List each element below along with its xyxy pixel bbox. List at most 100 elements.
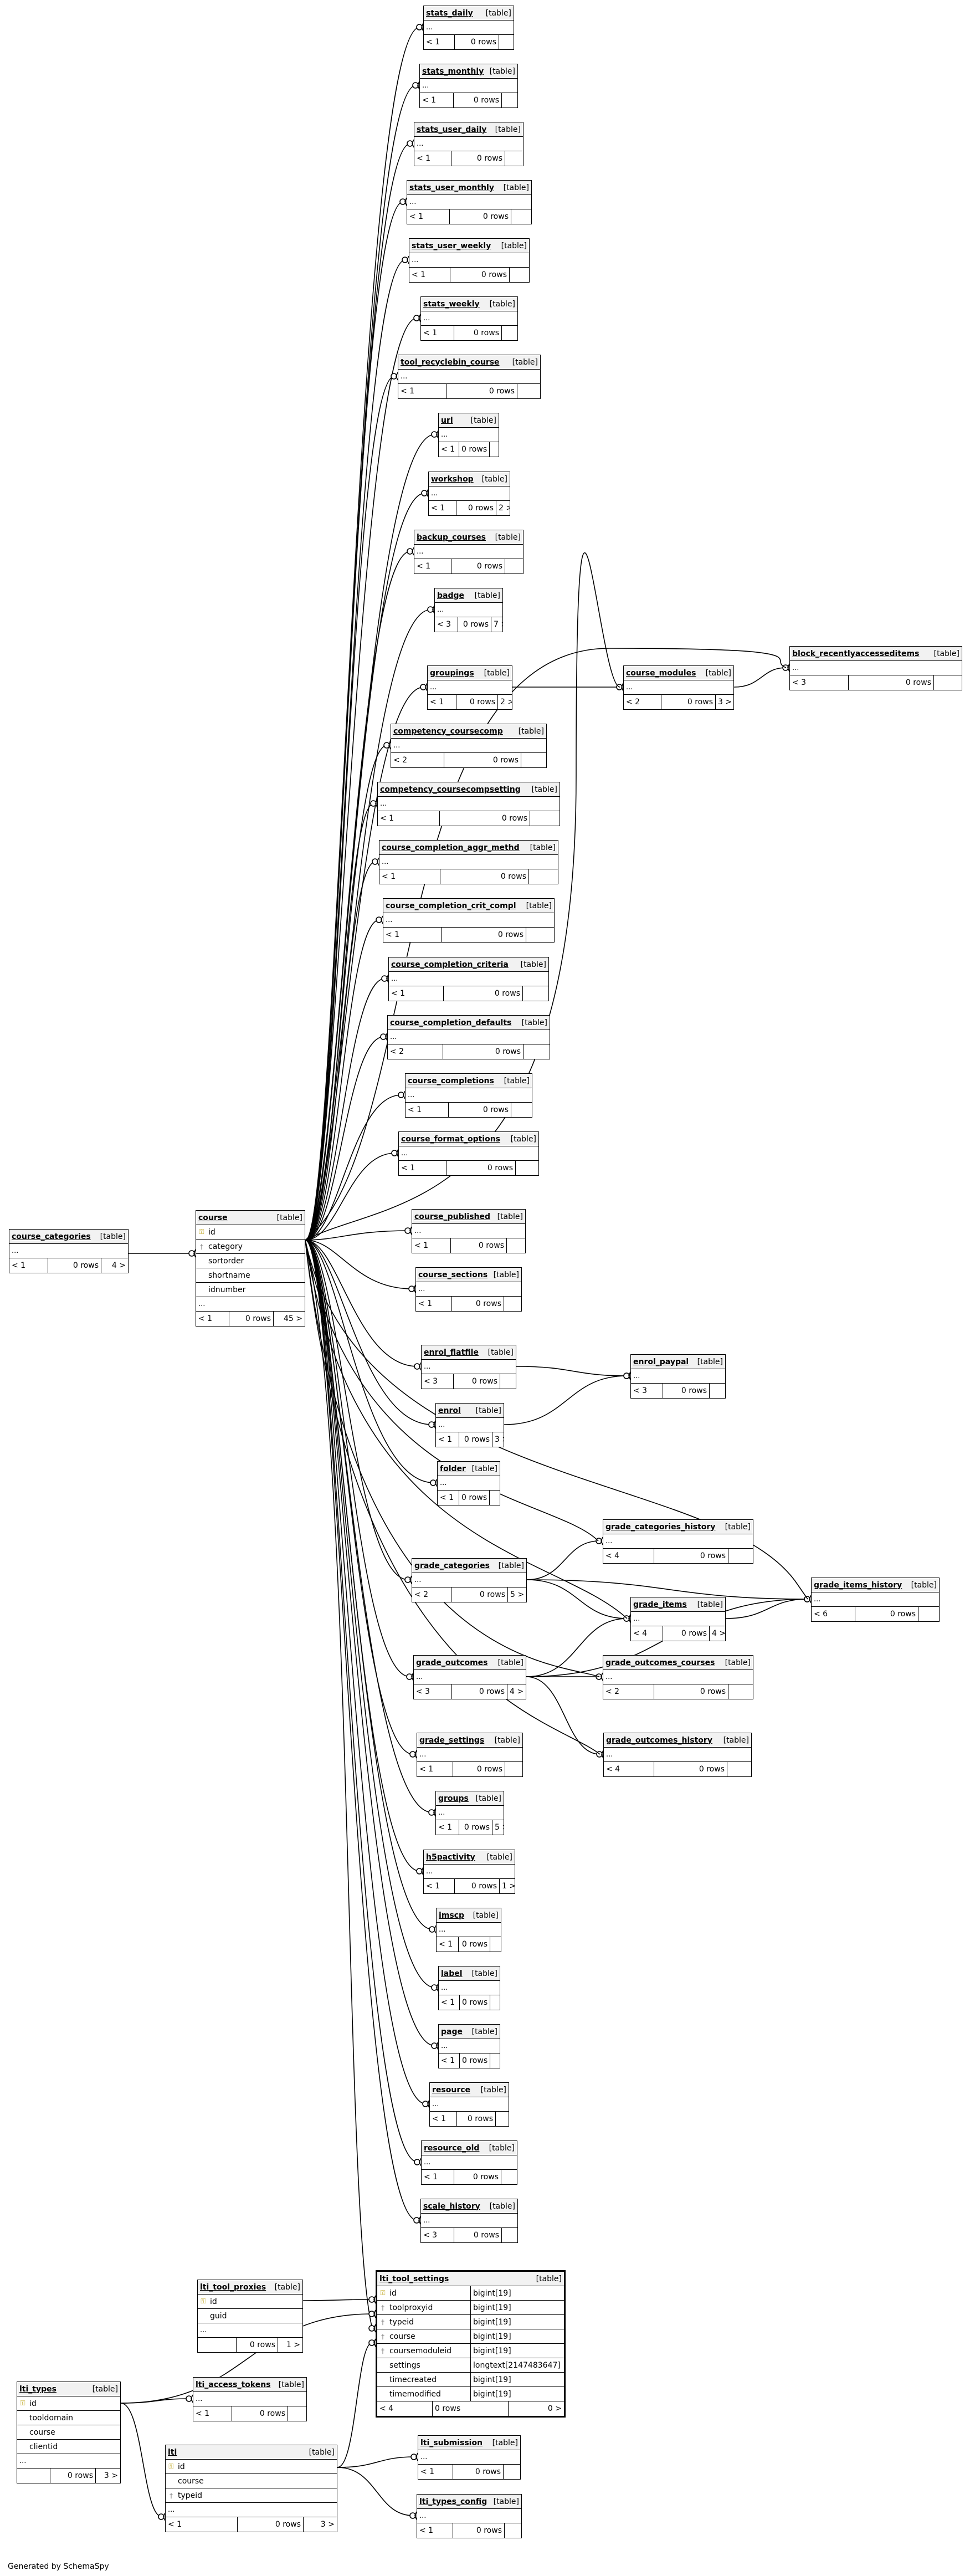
parents-count[interactable]: < 1 [409, 268, 450, 282]
table-name[interactable]: course_completion_criteria [391, 960, 509, 969]
table-name[interactable]: stats_user_weekly [412, 241, 491, 250]
parents-count[interactable]: < 1 [421, 326, 454, 340]
table-name[interactable]: grade_categories [414, 1561, 490, 1570]
table-name[interactable]: enrol [438, 1406, 461, 1415]
children-count[interactable] [934, 675, 962, 690]
table-name[interactable]: grade_items [633, 1600, 687, 1609]
children-count[interactable] [507, 1238, 525, 1253]
children-count[interactable] [490, 442, 499, 457]
parents-count[interactable]: < 1 [412, 1238, 451, 1253]
children-count[interactable]: 4 > [510, 1687, 524, 1696]
children-count[interactable] [529, 869, 558, 884]
parents-count[interactable]: < 4 [631, 1626, 663, 1641]
children-count[interactable]: 2 > [499, 504, 510, 513]
parents-count[interactable]: < 1 [439, 1995, 460, 2010]
table-name[interactable]: folder [440, 1464, 466, 1473]
parents-count[interactable]: < 2 [391, 753, 444, 767]
table-name[interactable]: lti_types_config [419, 2497, 487, 2506]
parents-count[interactable] [198, 2338, 237, 2352]
table-name[interactable]: course_completion_aggr_methd [382, 843, 520, 852]
table-name[interactable]: block_recentlyaccesseditems [792, 649, 920, 658]
table-name[interactable]: tool_recyclebin_course [401, 357, 500, 367]
children-count[interactable] [500, 1374, 516, 1389]
children-count[interactable] [490, 1937, 501, 1952]
children-count[interactable] [288, 2406, 306, 2421]
parents-count[interactable]: < 1 [398, 384, 447, 398]
children-count[interactable] [505, 559, 523, 573]
parents-count[interactable]: < 4 [604, 1762, 654, 1776]
children-count[interactable]: 5 > [495, 1823, 504, 1832]
table-name[interactable]: grade_outcomes_history [606, 1735, 712, 1745]
table-name[interactable]: badge [437, 591, 465, 600]
parents-count[interactable]: < 1 [399, 1161, 446, 1175]
children-count[interactable] [516, 1161, 538, 1175]
parents-count[interactable]: < 1 [417, 1762, 453, 1776]
children-count[interactable] [505, 2523, 521, 2538]
table-name[interactable]: stats_daily [426, 8, 473, 18]
table-name[interactable]: scale_history [423, 2201, 480, 2211]
children-count[interactable] [490, 1995, 500, 2010]
parents-count[interactable]: < 1 [438, 1491, 459, 1505]
table-name[interactable]: grade_categories_history [605, 1522, 716, 1532]
children-count[interactable] [728, 1684, 753, 1699]
table-name[interactable]: stats_weekly [423, 299, 480, 309]
parents-count[interactable]: < 1 [437, 1937, 459, 1952]
table-name[interactable]: lti_tool_settings [379, 2274, 449, 2283]
table-lti-tool-proxies[interactable]: lti_tool_proxies[table] ⚿id guid ... 0 r… [197, 2280, 303, 2353]
parents-count[interactable]: < 2 [624, 695, 661, 709]
table-name[interactable]: resource [432, 2085, 471, 2094]
table-name[interactable]: grade_settings [419, 1735, 485, 1745]
children-count[interactable]: 4 > [111, 1261, 126, 1270]
table-name[interactable]: lti_submission [420, 2438, 483, 2447]
children-count[interactable] [502, 326, 517, 340]
children-count[interactable] [526, 928, 554, 942]
parents-count[interactable]: < 6 [812, 1607, 855, 1621]
parents-count[interactable]: < 1 [428, 695, 456, 709]
children-count[interactable] [530, 811, 560, 826]
table-competency-coursecompsetting[interactable]: competency_coursecompsetting[table]...< … [377, 782, 560, 826]
children-count[interactable] [496, 2112, 509, 2126]
children-count[interactable] [511, 1103, 532, 1117]
children-count[interactable] [501, 2170, 517, 2184]
table-name[interactable]: groups [438, 1794, 469, 1803]
parents-count[interactable]: < 3 [435, 617, 458, 632]
children-count[interactable] [510, 268, 529, 282]
children-count[interactable]: 3 > [104, 2471, 118, 2480]
children-count[interactable] [504, 2465, 520, 2479]
table-name[interactable]: h5pactivity [426, 1852, 475, 1862]
children-count[interactable] [918, 1607, 939, 1621]
parents-count[interactable]: < 1 [416, 1297, 452, 1311]
parents-count[interactable]: < 3 [790, 675, 849, 690]
parents-count[interactable]: < 1 [406, 1103, 449, 1117]
parents-count[interactable] [17, 2469, 50, 2483]
parents-count[interactable]: < 1 [424, 1879, 455, 1893]
table-name[interactable]: course_completion_crit_compl [386, 901, 516, 910]
table-name[interactable]: course_format_options [401, 1134, 501, 1144]
table-name[interactable]: lti_access_tokens [196, 2380, 271, 2389]
parents-count[interactable]: < 1 [439, 442, 459, 457]
table-name[interactable]: backup_courses [417, 532, 486, 542]
parents-count[interactable]: < 1 [430, 2112, 457, 2126]
table-name[interactable]: url [441, 416, 453, 425]
children-count[interactable] [523, 986, 548, 1001]
table-name[interactable]: page [441, 2027, 463, 2036]
children-count[interactable] [504, 1297, 521, 1311]
table-name[interactable]: stats_user_daily [417, 125, 487, 134]
parents-count[interactable]: < 4 [377, 2401, 433, 2416]
parents-count[interactable]: < 3 [414, 1684, 452, 1699]
children-count[interactable]: 5 > [510, 1590, 525, 1599]
